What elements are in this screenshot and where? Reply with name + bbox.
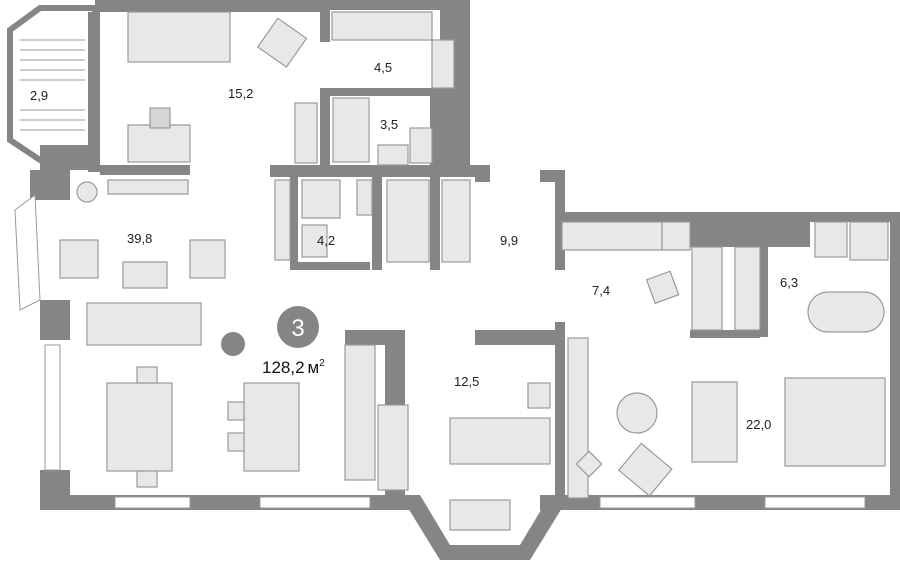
room-area-bathroom-2: 4,2 (317, 233, 335, 248)
balcony (7, 5, 98, 163)
room-area-bathroom-1: 3,5 (380, 117, 398, 132)
room-area-corridor: 7,4 (592, 283, 610, 298)
room-area-wardrobe-1: 4,5 (374, 60, 392, 75)
room-area-bedroom-2: 12,5 (454, 374, 479, 389)
windows (14, 194, 866, 509)
rooms-count: 3 (291, 315, 304, 342)
room-area-bathroom-3: 6,3 (780, 275, 798, 290)
column (221, 332, 245, 356)
room-area-bedroom-master: 22,0 (746, 417, 771, 432)
rooms-count-badge (277, 306, 319, 348)
furniture (59, 11, 889, 531)
room-area-living-kitchen: 39,8 (127, 231, 152, 246)
room-area-balcony: 2,9 (30, 88, 48, 103)
room-area-hall: 9,9 (500, 233, 518, 248)
room-labels: 2,9 15,2 4,5 3,5 39,8 4,2 9,9 7,4 6,3 12… (30, 60, 798, 432)
room-area-bedroom-1: 15,2 (228, 86, 253, 101)
